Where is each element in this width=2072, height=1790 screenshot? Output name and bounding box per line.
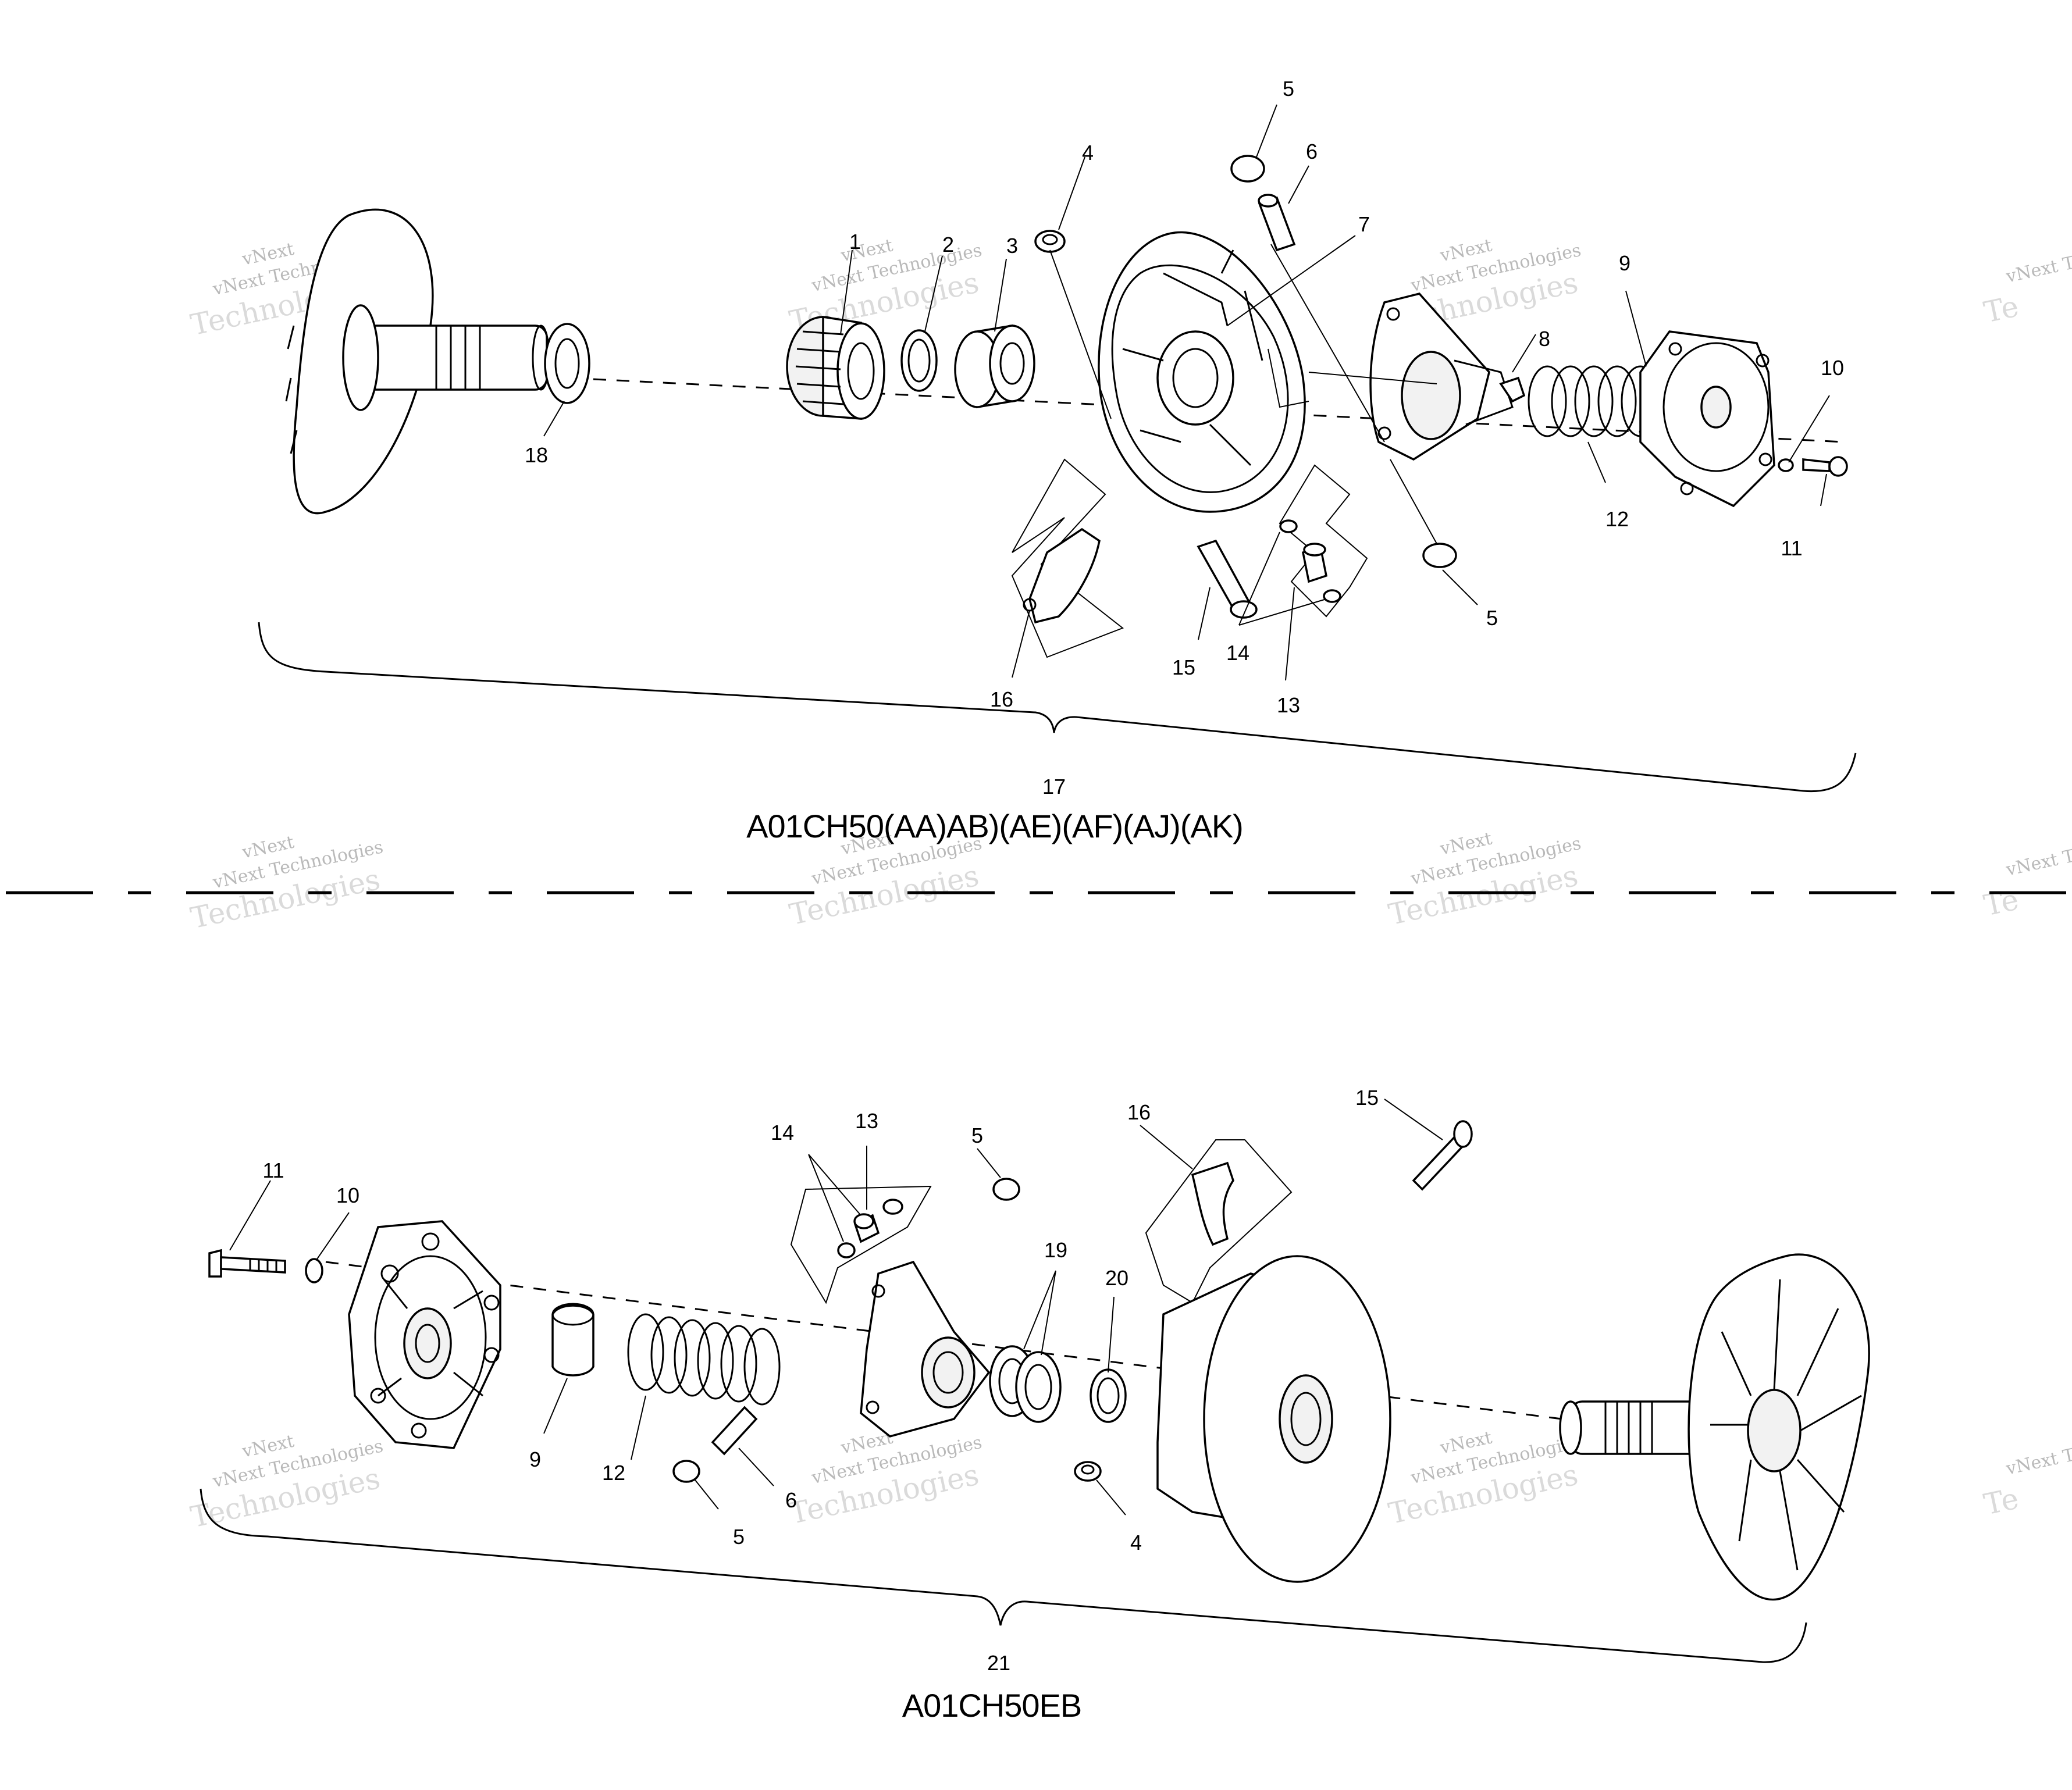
top-callout-4: 4 [1082,141,1094,165]
bottom-spider [860,1260,991,1438]
top-roller-inset-16 [1011,458,1124,658]
bottom-axis-line [325,1261,1746,1443]
bottom-bolt-11 [208,1249,286,1278]
top-cover-9 [1639,330,1775,508]
bottom-ring-19b [1015,1351,1062,1423]
bottom-callout-20: 20 [1105,1266,1128,1290]
top-callout-16: 16 [990,687,1013,711]
svg-text:Te: Te [1981,1481,2021,1521]
top-callout-3: 3 [1006,234,1018,258]
watermark-top-edge: vNext T Te [1981,252,2072,329]
top-leader-lines [543,104,1830,681]
bottom-roller-inset-13-14 [790,1185,932,1304]
bottom-callout-19: 19 [1044,1238,1067,1262]
top-assembly-bracket [258,622,1857,793]
bottom-callout-14: 14 [771,1121,794,1144]
bottom-callout-12: 12 [602,1461,625,1485]
top-assembly-title: A01CH50(AA)AB)(AE)(AF)(AJ)(AK) [746,808,1243,844]
top-fixed-sheave [285,208,550,515]
top-callout-10: 10 [1821,356,1844,380]
bottom-assembly-bracket [200,1488,1807,1663]
bottom-pin-15 [1412,1120,1473,1191]
bottom-callout-11: 11 [262,1158,284,1182]
top-callout-6: 6 [1306,140,1318,163]
top-cap-5-lower [1422,543,1457,568]
watermark-mid-right: vNext vNext Technologies Technologies [1386,829,1583,932]
top-callout-14: 14 [1226,641,1249,665]
top-bushing-6 [1258,194,1296,252]
watermark-mid-edge: vNext T Te [1981,846,2072,922]
bottom-spring-12 [627,1313,781,1406]
top-bolt-11 [1802,456,1848,477]
top-callout-5-upper: 5 [1283,77,1294,101]
bottom-cover-9 [348,1220,501,1449]
bottom-callout-9: 9 [529,1447,541,1471]
top-callout-7: 7 [1358,212,1370,236]
top-callout-8: 8 [1539,327,1550,351]
watermark-bottom-left: vNext vNext Technologies Technologies [188,1431,385,1535]
top-washer-10 [1778,458,1794,472]
top-callout-11: 11 [1781,536,1802,560]
bottom-roller-inset-16 [1145,1139,1293,1304]
top-callout-13: 13 [1277,693,1300,717]
top-bearing-1 [786,315,885,420]
bottom-fixed-sheave [1559,1253,1870,1601]
top-callout-18: 18 [525,443,548,467]
bottom-leader-lines [229,1099,1443,1516]
top-assembly: 1 2 3 4 5 6 7 8 9 10 11 12 5 13 14 15 16… [258,77,1857,844]
bottom-washer-10 [305,1258,323,1283]
top-nut-4 [1034,230,1066,253]
bottom-callout-15: 15 [1355,1086,1379,1110]
bottom-callout-21: 21 [987,1651,1010,1675]
top-bushing-3 [954,324,1035,409]
watermark-mid-left: vNext vNext Technologies Technologies [188,832,385,936]
bottom-nut-4 [1074,1461,1102,1482]
bottom-callout-16: 16 [1127,1100,1151,1124]
bottom-movable-sheave [1156,1255,1391,1583]
svg-text:vNext T: vNext T [2004,252,2072,287]
top-callout-15: 15 [1172,655,1195,679]
top-callout-12: 12 [1605,507,1629,531]
svg-text:Te: Te [1981,289,2021,329]
top-movable-sheave-7 [1098,231,1309,513]
svg-text:vNext T: vNext T [2004,1445,2072,1479]
bottom-callout-5-upper: 5 [971,1124,983,1147]
top-spider-8 [1369,293,1526,461]
bottom-assembly-title: A01CH50EB [902,1687,1082,1724]
bottom-ring-20 [1090,1368,1127,1423]
top-ring-2 [900,329,938,392]
bottom-cap-5-lower [672,1460,700,1483]
bottom-callout-6: 6 [785,1488,797,1512]
top-callout-17: 17 [1042,775,1066,798]
top-washer-18 [544,323,590,404]
bottom-cap-5-upper [992,1178,1020,1201]
bottom-callout-4: 4 [1130,1531,1142,1554]
watermark-bottom-right: vNext vNext Technologies Technologies [1386,1428,1583,1531]
top-callout-5-lower: 5 [1486,606,1498,630]
top-callout-1: 1 [849,230,861,254]
bottom-ring-9 [551,1303,594,1377]
top-cap-5-upper [1230,155,1265,183]
svg-text:vNext T: vNext T [2004,846,2072,880]
top-pin-15 [1197,539,1258,619]
top-callout-2: 2 [942,233,954,256]
bottom-bushing-6 [711,1406,758,1456]
bottom-callout-5-lower: 5 [733,1525,745,1549]
svg-text:Te: Te [1981,882,2021,922]
watermark-bottom-edge: vNext T Te [1981,1445,2072,1521]
bottom-callout-13: 13 [855,1109,878,1133]
top-roller-inset-13-14 [1279,464,1368,618]
top-callout-9: 9 [1619,251,1630,275]
bottom-assembly: 11 10 14 13 5 16 15 19 20 9 12 6 5 4 21 … [200,1086,1870,1724]
bottom-callout-10: 10 [336,1183,359,1207]
